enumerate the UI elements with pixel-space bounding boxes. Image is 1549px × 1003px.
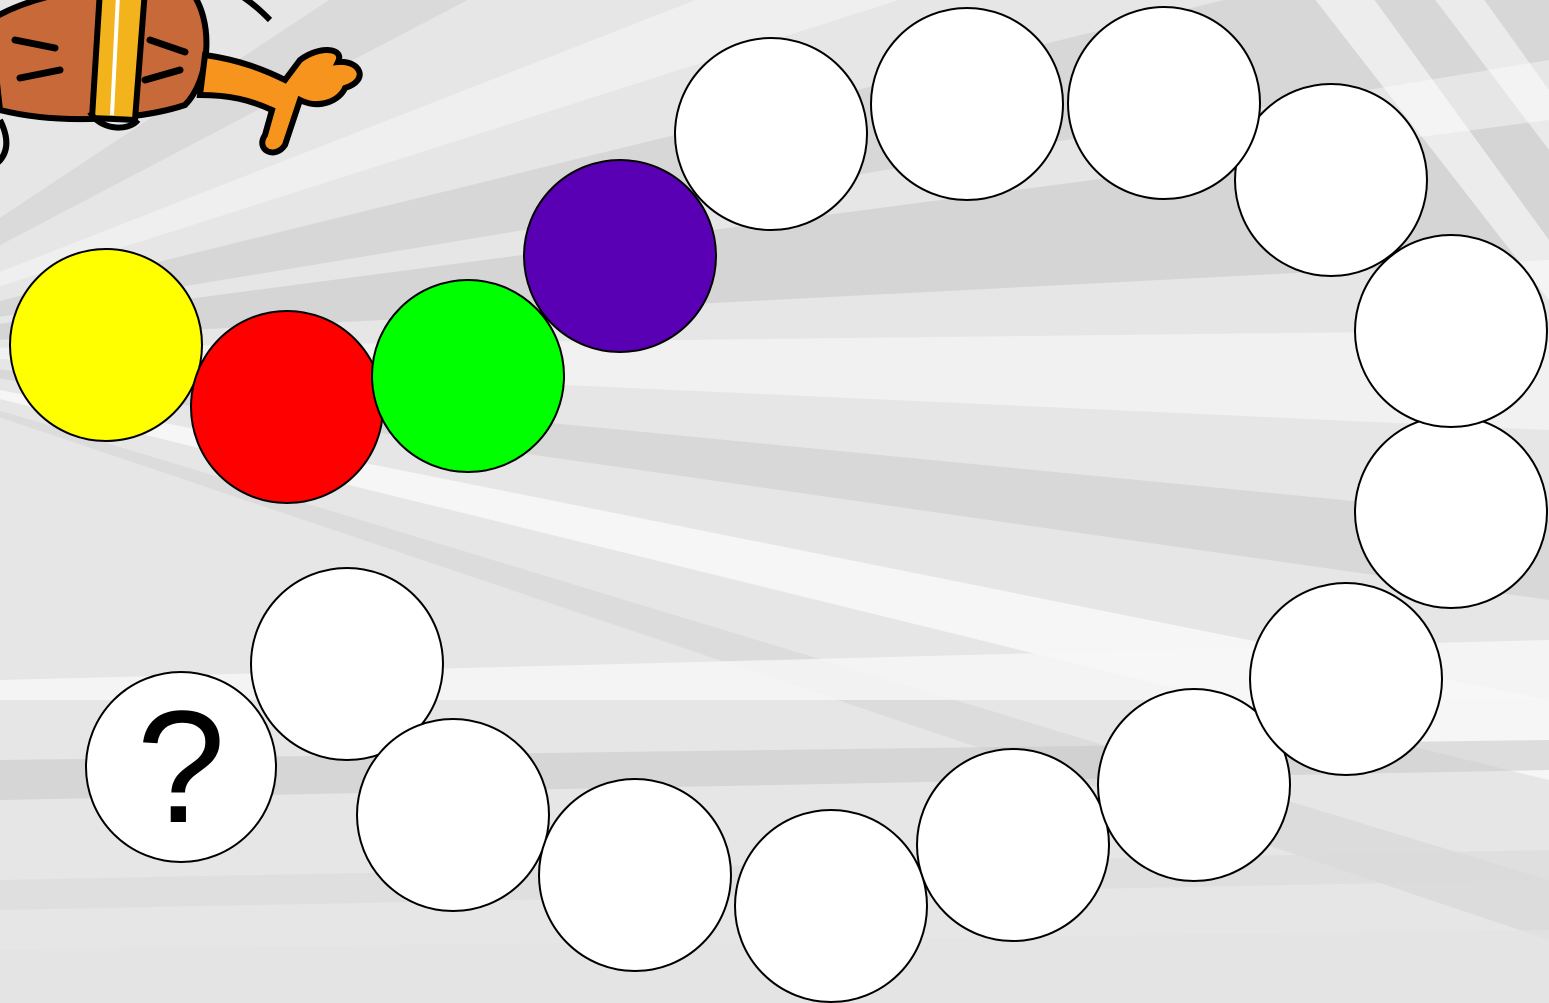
filled-space-1[interactable]	[10, 249, 202, 441]
empty-space-12[interactable]	[357, 719, 549, 911]
empty-space-6[interactable]	[1355, 416, 1547, 608]
question-mark-label: ?	[137, 677, 226, 856]
empty-space-3[interactable]	[1068, 7, 1260, 199]
empty-space-4[interactable]	[1235, 84, 1427, 276]
filled-space-3[interactable]	[372, 280, 564, 472]
empty-space-11[interactable]	[539, 779, 731, 971]
empty-space-10[interactable]	[735, 810, 927, 1002]
empty-space-9[interactable]	[917, 749, 1109, 941]
empty-space-7[interactable]	[1250, 583, 1442, 775]
empty-space-1[interactable]	[675, 38, 867, 230]
empty-space-2[interactable]	[871, 8, 1063, 200]
mystery-space[interactable]: ?	[86, 672, 276, 862]
filled-space-4[interactable]	[524, 160, 716, 352]
empty-space-5[interactable]	[1355, 235, 1547, 427]
filled-space-2[interactable]	[191, 311, 383, 503]
